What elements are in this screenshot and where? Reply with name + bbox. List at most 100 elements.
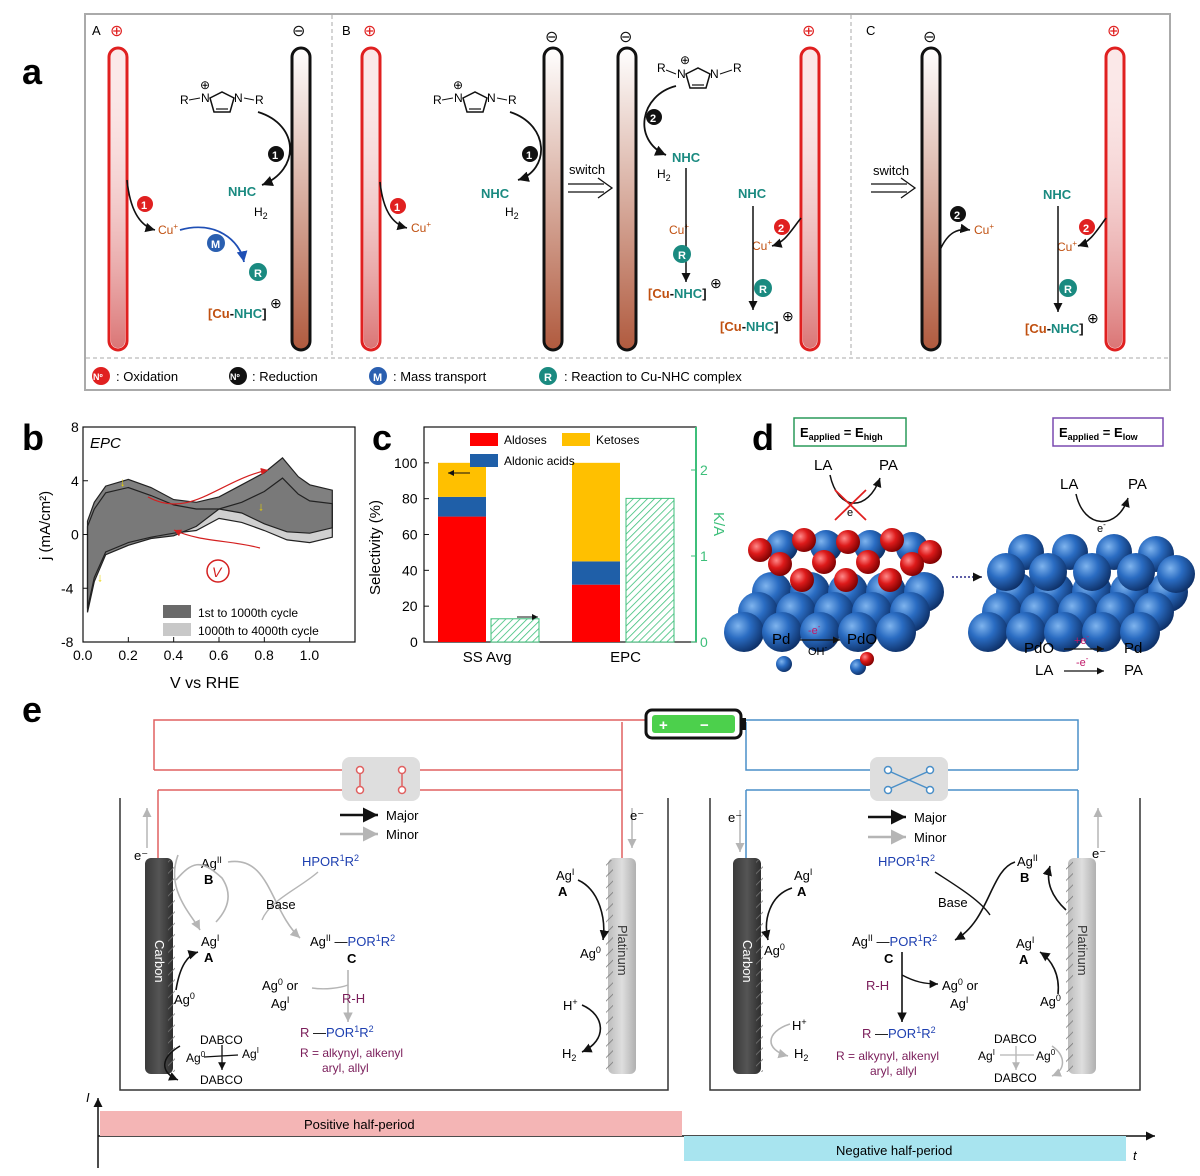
anode-electrode: ⊕ — [360, 23, 382, 352]
electron-label: e⁻ — [728, 810, 742, 825]
step-badge — [137, 196, 153, 212]
major-arrow — [581, 1004, 602, 1053]
x-tick-label: 0.8 — [254, 647, 274, 663]
x-tick-label: 0.6 — [209, 647, 229, 663]
h2-label: H2 — [505, 205, 519, 221]
y-tick-label: 100 — [394, 455, 418, 471]
ag-i-label: AgI — [271, 995, 289, 1011]
major-arrow — [954, 861, 1016, 941]
svg-text:−: − — [700, 717, 709, 734]
y-tick-label: -8 — [61, 634, 74, 650]
panel-a: A B C ⊕ ⊖ ⊕ ⊖ ⊖ ⊕ — [84, 13, 1171, 391]
cv-curve — [86, 457, 333, 613]
legend-entry: Ketoses — [596, 433, 639, 447]
legend-badge — [369, 367, 387, 385]
minor-arrow — [1000, 1046, 1034, 1070]
reduction-arrow — [643, 85, 677, 156]
reaction-arrow — [829, 474, 882, 504]
y-tick-label: 4 — [71, 473, 79, 489]
cycle-icon — [206, 559, 230, 583]
r-group: R — [180, 93, 189, 107]
o-atom — [834, 568, 858, 592]
o-atom — [900, 552, 924, 576]
ag-ii-por-label: AgII —POR1R2 — [310, 933, 395, 949]
badge-r-text: R — [759, 284, 767, 296]
legend-mass-transport: : Mass transport — [393, 369, 487, 384]
ag-i-label: AgI — [201, 933, 219, 949]
ka-bar — [625, 497, 675, 643]
r-group: R — [508, 93, 517, 107]
badge-r-text: R — [678, 250, 686, 262]
minus-sign: ⊖ — [923, 29, 936, 46]
r-group: R — [255, 93, 264, 107]
pd-atom — [800, 612, 840, 652]
plus-sign: ⊕ — [363, 23, 376, 40]
negative-half-period-bar — [684, 1136, 1126, 1161]
major-arrow — [577, 879, 610, 941]
charge-plus: ⊕ — [710, 275, 722, 291]
major-arrow — [1042, 865, 1067, 911]
legend-oxidation: : Oxidation — [116, 369, 178, 384]
charge-plus: ⊕ — [1087, 310, 1099, 326]
wire-blue — [745, 722, 880, 771]
o-atom — [790, 568, 814, 592]
minor-arrow — [1051, 1045, 1064, 1077]
electron-label: e⁻ — [630, 808, 644, 823]
pd-atom — [724, 612, 764, 652]
cell-right — [709, 798, 1141, 1091]
species-b: B — [204, 872, 213, 887]
r-group: R — [657, 61, 666, 75]
plus-sign: ⊕ — [680, 53, 690, 67]
species-c: C — [884, 951, 894, 966]
pd-atom — [1029, 553, 1067, 591]
nhc-label: NHC — [738, 186, 767, 201]
positive-half-period-bar — [100, 1111, 682, 1136]
carbon-label: Carbon — [740, 940, 755, 983]
legend-reaction: : Reaction to Cu-NHC complex — [564, 369, 742, 384]
cathode-electrode: ⊖ — [542, 29, 564, 352]
dabco-label: DABCO — [994, 1032, 1037, 1046]
ag-ii-label: AgII — [201, 855, 222, 871]
pd-label: Pd — [772, 631, 790, 648]
minus-sign: ⊖ — [292, 23, 305, 40]
plus-sign: ⊕ — [200, 78, 210, 92]
cv-band — [87, 457, 333, 613]
legend-badge-text: Nº — [230, 372, 240, 382]
cycle-symbol: V — [212, 564, 223, 580]
step-number: 1 — [272, 150, 278, 162]
panel-c-legend: Aldoses Ketoses Aldonic acids — [470, 433, 639, 468]
sublabel-B: B — [342, 23, 351, 38]
h-plus-label: H+ — [792, 1017, 807, 1033]
legend-badge-text: Nº — [93, 372, 103, 382]
reduction-arrow — [939, 223, 971, 251]
la-label: LA — [814, 457, 832, 474]
species-a: A — [558, 884, 568, 899]
legend-swatch — [470, 433, 498, 446]
n-atom: N — [487, 91, 496, 105]
bar-segment — [572, 561, 620, 585]
cu-plus-label: Cu+ — [411, 220, 431, 235]
legend-reduction: : Reduction — [252, 369, 318, 384]
major-arrow — [1039, 951, 1060, 995]
badge-m — [207, 234, 225, 252]
pdo-label: PdO — [1024, 640, 1054, 657]
dabco-label: DABCO — [994, 1071, 1037, 1085]
svg-text:+: + — [659, 717, 668, 734]
switch-label: switch — [873, 163, 909, 178]
panel-a-legend: Nº : Oxidation Nº : Reduction M : Mass t… — [92, 367, 742, 385]
switch-arrow — [568, 177, 614, 199]
battery-icon: + − — [644, 708, 746, 740]
o-atom — [748, 538, 772, 562]
ag-i-label: AgI — [794, 867, 812, 883]
bar-segment — [438, 496, 486, 517]
step-number: 2 — [1083, 223, 1089, 235]
imidazolium-structure: N N R R ⊕ — [180, 78, 264, 113]
cu-plus-label: Cu+ — [158, 222, 178, 237]
pd-atom — [1117, 553, 1155, 591]
electron-label: e⁻ — [134, 848, 148, 863]
o-atom — [768, 552, 792, 576]
n-atom: N — [677, 67, 686, 81]
major-arrow — [203, 1045, 239, 1070]
